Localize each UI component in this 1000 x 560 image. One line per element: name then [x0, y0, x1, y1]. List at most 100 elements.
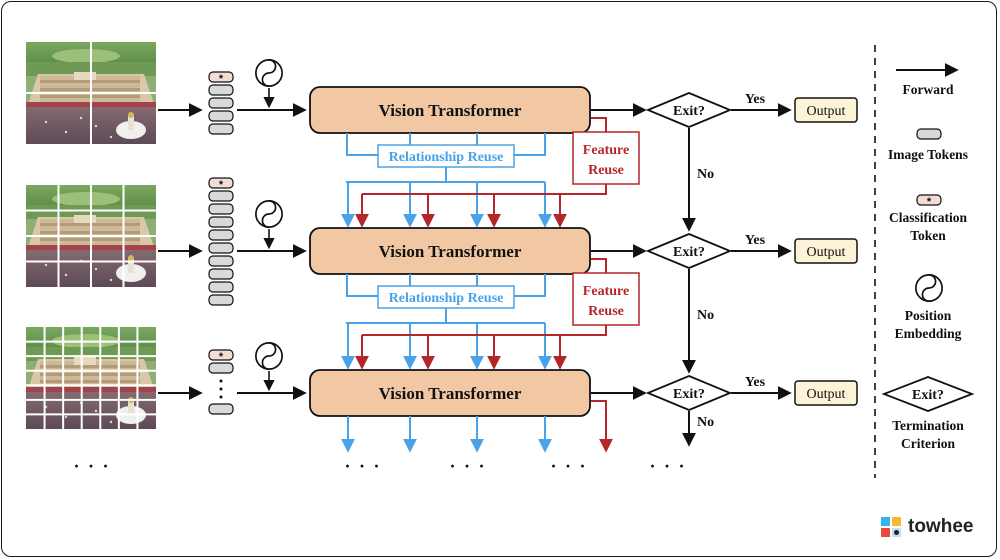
output-box: [794, 97, 858, 123]
token-sequence: *: [208, 177, 234, 306]
legend-classification-label-line2: Token: [910, 228, 946, 243]
classification-token: [208, 349, 234, 361]
output-box: [794, 238, 858, 264]
legend-termination-diamond-icon: [881, 376, 975, 412]
input-image: [26, 185, 156, 287]
towhee-logo-icon: [881, 517, 901, 537]
legend-image-token-icon: [916, 128, 942, 140]
image-token: [208, 362, 234, 374]
token-ellipsis-dot: [219, 395, 223, 399]
exit-label: Exit?: [673, 245, 705, 260]
token-ellipsis-dot: [219, 379, 223, 383]
legend-position-label-line2: Embedding: [895, 326, 962, 341]
feature-spread: [362, 184, 607, 195]
continuation-ellipsis: · · ·: [550, 456, 587, 476]
legend-termination-exit-text: Exit?: [912, 388, 944, 403]
brand-name: towhee: [908, 516, 974, 537]
image-token: [208, 216, 234, 228]
classification-token: [208, 177, 234, 189]
feature-continuation-arrow: [591, 400, 613, 453]
image-token: [208, 268, 234, 280]
classification-token-star: *: [219, 179, 224, 191]
no-label: No: [697, 167, 714, 182]
legend-termination-label-line1: Termination: [892, 418, 964, 433]
legend-forward-label: Forward: [903, 82, 954, 97]
legend-image-tokens-label: Image Tokens: [888, 147, 968, 162]
relationship-reuse-label: Relationship Reuse: [389, 291, 504, 306]
feature-reuse-label-line1: Feature: [583, 284, 629, 299]
classification-token-star: *: [219, 73, 224, 85]
vision-transformer-label: Vision Transformer: [379, 242, 522, 261]
image-token: [208, 203, 234, 215]
legend: Forward Image Tokens * Classification To…: [874, 45, 975, 478]
position-embedding-icon: [255, 342, 283, 370]
input-image: [26, 327, 156, 429]
legend-classification-label-line1: Classification: [889, 210, 967, 225]
vision-transformer-block: [309, 369, 591, 417]
legend-position-label-line1: Position: [905, 308, 952, 323]
brand: towhee: [880, 514, 973, 540]
image-token: [208, 281, 234, 293]
token-ellipsis-dot: [219, 387, 223, 391]
image-token: [208, 229, 234, 241]
exit-diamond: [645, 375, 733, 411]
output-label: Output: [807, 104, 846, 119]
image-token: [208, 190, 234, 202]
continuation-ellipsis: · · ·: [649, 456, 686, 476]
feature-reuse-label-line2: Reuse: [588, 163, 624, 178]
image-token: [208, 255, 234, 267]
classification-token: [208, 71, 234, 83]
token-sequence: *: [208, 71, 234, 135]
vision-transformer-label: Vision Transformer: [379, 384, 522, 403]
feature-reuse-label-line1: Feature: [583, 143, 629, 158]
image-token: [208, 110, 234, 122]
vision-transformer-block: [309, 86, 591, 134]
token-sequence: *: [208, 349, 234, 415]
feature-tap: [591, 258, 607, 273]
image-token: [208, 84, 234, 96]
no-label: No: [697, 415, 714, 430]
vision-transformer-label: Vision Transformer: [379, 101, 522, 120]
classification-token-star: *: [219, 351, 224, 363]
feature-spread: [362, 325, 607, 336]
continuation-ellipsis: · · ·: [73, 456, 110, 476]
vision-transformer-block: [309, 227, 591, 275]
position-embedding-icon: [255, 59, 283, 87]
exit-label: Exit?: [673, 387, 705, 402]
position-embedding-icon: [255, 200, 283, 228]
yes-label: Yes: [745, 233, 766, 248]
continuation-arrows: [341, 400, 613, 453]
output-label: Output: [807, 387, 846, 402]
input-image: [26, 42, 156, 144]
yes-label: Yes: [745, 375, 766, 390]
feature-reuse-label-line2: Reuse: [588, 304, 624, 319]
output-label: Output: [807, 245, 846, 260]
exit-label: Exit?: [673, 104, 705, 119]
exit-diamond: [645, 233, 733, 269]
image-token: [208, 403, 234, 415]
image-token: [208, 123, 234, 135]
exit-diamond: [645, 92, 733, 128]
legend-position-embedding-icon: [915, 274, 943, 302]
no-label: No: [697, 308, 714, 323]
legend-classification-token-star: *: [927, 196, 932, 208]
yes-label: Yes: [745, 92, 766, 107]
continuation-ellipsis: · · ·: [449, 456, 486, 476]
legend-termination-label-line2: Criterion: [901, 436, 955, 451]
relationship-reuse-label: Relationship Reuse: [389, 150, 504, 165]
image-token: [208, 242, 234, 254]
image-token: [208, 294, 234, 306]
continuation-ellipsis: · · ·: [344, 456, 381, 476]
image-token: [208, 97, 234, 109]
feature-tap: [591, 117, 607, 132]
feature-reuse-box: [572, 272, 640, 326]
legend-classification-token-icon: [916, 194, 942, 206]
output-box: [794, 380, 858, 406]
